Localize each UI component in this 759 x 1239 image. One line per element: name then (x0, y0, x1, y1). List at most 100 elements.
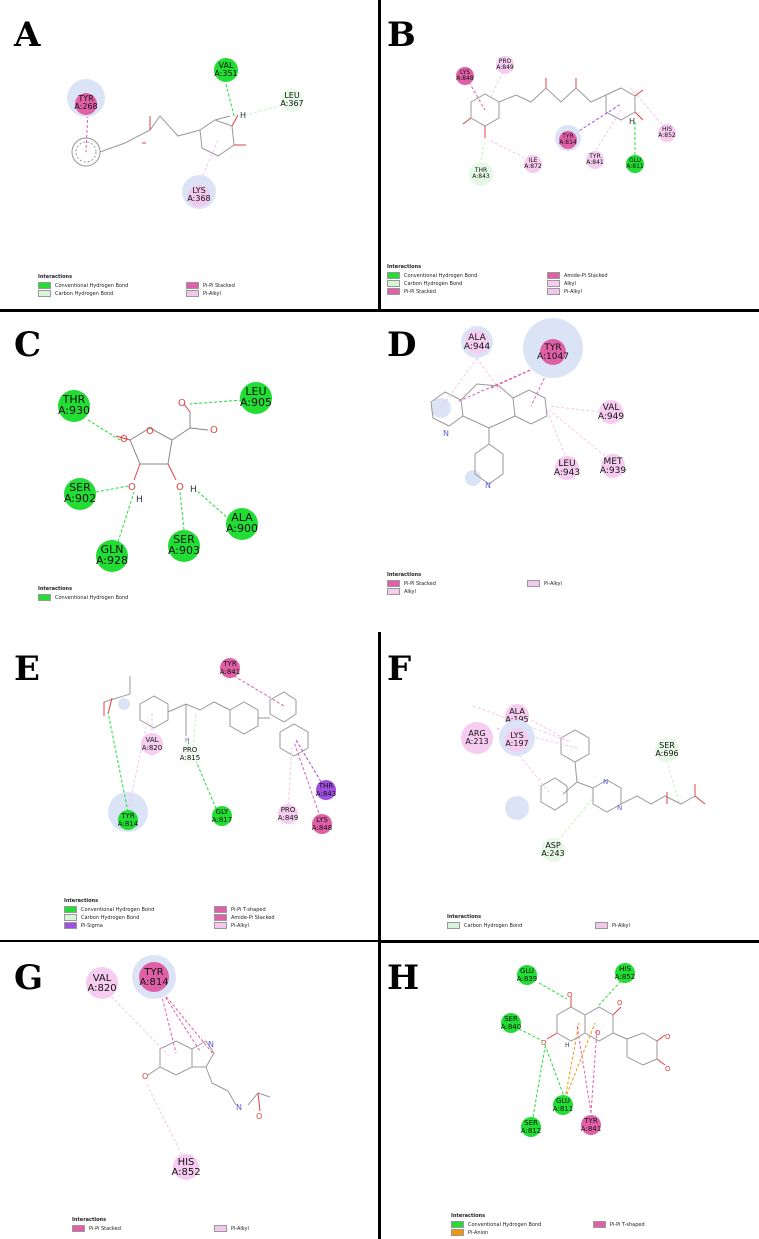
svg-text:TYR: TYR (222, 660, 237, 668)
svg-text:TYR: TYR (588, 153, 601, 160)
panel-label: D (387, 325, 417, 365)
svg-text:LYS: LYS (192, 186, 205, 195)
svg-text:A:1047: A:1047 (537, 352, 569, 362)
legend-swatch (38, 290, 51, 297)
svg-text:A:351: A:351 (214, 69, 237, 78)
svg-text:A:841: A:841 (220, 668, 240, 676)
svg-text:O: O (128, 482, 136, 493)
svg-text:A:902: A:902 (64, 492, 96, 505)
svg-text:A:848: A:848 (312, 824, 332, 832)
svg-text:GLN: GLN (101, 543, 124, 556)
svg-text:A:815: A:815 (180, 754, 200, 762)
svg-text:TYR: TYR (77, 94, 94, 103)
svg-text:O: O (541, 1039, 547, 1047)
horizontal-divider (0, 309, 759, 312)
legend: Interactions Pi-Pi Stacked Alkyl Pi-Alky… (387, 572, 562, 595)
svg-text:THR: THR (62, 393, 86, 406)
svg-text:A:197: A:197 (505, 739, 528, 748)
svg-text:A:820: A:820 (142, 744, 162, 752)
svg-text:LYS: LYS (316, 816, 328, 824)
svg-text:A:900: A:900 (226, 522, 258, 535)
svg-text:O: O (567, 991, 573, 999)
svg-text:A:814: A:814 (139, 977, 168, 988)
legend-swatch (451, 1229, 464, 1236)
legend-swatch (214, 906, 227, 913)
svg-text:GLY: GLY (216, 808, 229, 816)
svg-text:VAL: VAL (219, 61, 234, 70)
interaction-diagram: H (71, 83, 287, 181)
svg-text:TYR: TYR (120, 812, 135, 820)
legend-swatch (64, 906, 77, 913)
svg-text:A:841: A:841 (586, 159, 604, 166)
legend-swatch (547, 288, 560, 295)
svg-text:ALA: ALA (468, 333, 486, 343)
legend: Interactions Conventional Hydrogen Bond … (451, 1213, 645, 1236)
svg-text:ALA: ALA (231, 511, 253, 524)
svg-text:O: O (595, 1029, 601, 1037)
panel-label: G (14, 958, 44, 998)
svg-text:A:928: A:928 (96, 554, 128, 567)
svg-text:LYS: LYS (460, 69, 470, 76)
svg-text:N: N (208, 1040, 214, 1049)
svg-text:A:814: A:814 (118, 820, 139, 828)
legend-swatch (387, 580, 400, 587)
horizontal-divider (0, 940, 378, 942)
legend-swatch (64, 922, 77, 929)
svg-text:GLU: GLU (629, 157, 641, 164)
svg-text:TYR: TYR (561, 133, 574, 140)
panel-label: E (14, 649, 40, 689)
svg-text:HIS: HIS (662, 126, 672, 133)
svg-text:HIS: HIS (178, 1157, 195, 1168)
legend: Interactions Conventional Hydrogen Bond … (387, 264, 608, 295)
svg-text:VAL: VAL (145, 736, 158, 744)
svg-text:O: O (210, 425, 218, 436)
svg-text:A:852: A:852 (658, 132, 676, 139)
svg-text:HIS: HIS (619, 965, 631, 973)
legend-swatch (593, 1221, 606, 1228)
interaction-diagram: H (103, 675, 327, 832)
svg-text:A:849: A:849 (496, 64, 514, 71)
legend-swatch (64, 914, 77, 921)
svg-text:N: N (443, 429, 449, 438)
interaction-diagram: O O O O O O H (518, 980, 671, 1118)
legend: Interactions Conventional Hydrogen Bond (38, 586, 129, 601)
svg-text:SER: SER (504, 1015, 518, 1023)
legend-swatch (186, 290, 199, 297)
legend-swatch (387, 588, 400, 595)
interaction-diagram: O O N N (107, 988, 271, 1160)
legend-swatch (38, 282, 51, 289)
svg-text:A:814: A:814 (559, 139, 577, 146)
svg-text:A:903: A:903 (168, 544, 200, 557)
svg-text:A:852: A:852 (171, 1167, 200, 1178)
svg-text:H: H (136, 495, 143, 505)
svg-text:O: O (617, 999, 623, 1007)
